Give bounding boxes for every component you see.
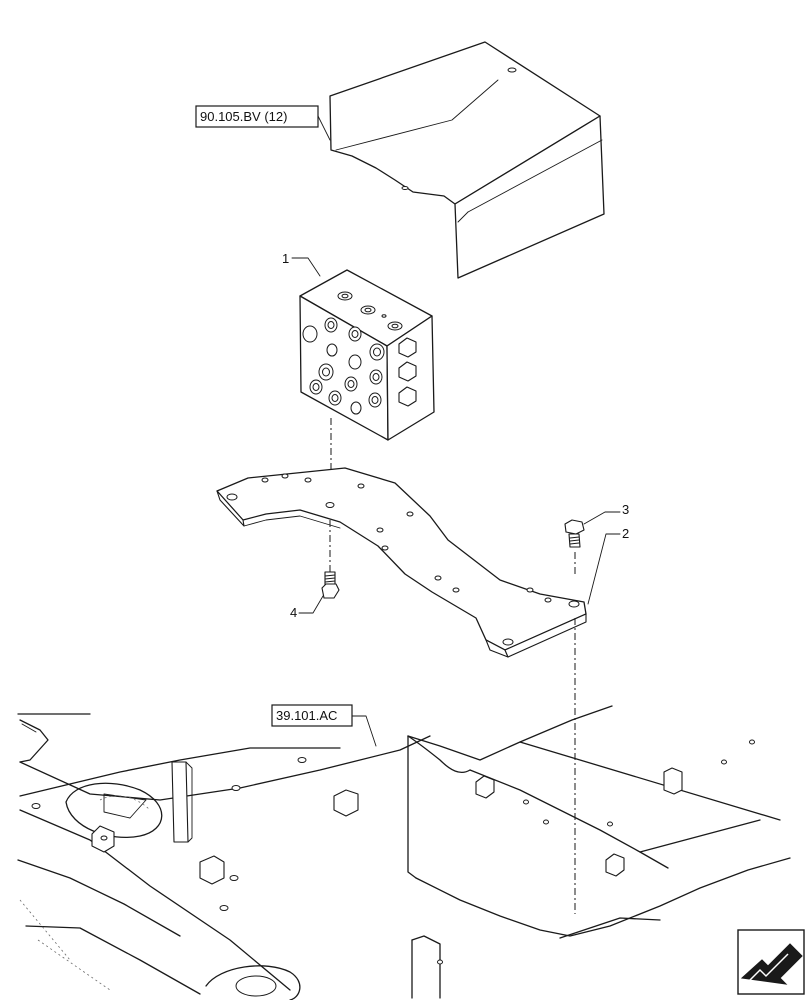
callout-ref-bottom[interactable]: 39.101.AC <box>271 704 377 747</box>
arrow-bottom-left-icon[interactable] <box>737 929 805 995</box>
assembly-centerline-left <box>329 418 332 572</box>
chassis-frame <box>17 705 791 1000</box>
cover-panel <box>329 41 605 279</box>
mounting-plate <box>216 467 587 658</box>
callout-ref-top[interactable]: 90.105.BV (12) <box>195 105 331 141</box>
part-label-1[interactable]: 1 <box>282 251 321 277</box>
part-label-2[interactable]: 2 <box>587 526 629 605</box>
callout-ref-bottom-label: 39.101.AC <box>276 708 337 723</box>
part-number-4: 4 <box>290 605 297 620</box>
part-label-3[interactable]: 3 <box>583 502 629 525</box>
valve-block <box>299 269 435 441</box>
part-number-2: 2 <box>622 526 629 541</box>
bolt-3 <box>564 519 585 576</box>
part-number-1: 1 <box>282 251 289 266</box>
part-label-4[interactable]: 4 <box>290 595 324 620</box>
callout-ref-top-label: 90.105.BV (12) <box>200 109 287 124</box>
bolt-4 <box>321 571 340 599</box>
part-number-3: 3 <box>622 502 629 517</box>
